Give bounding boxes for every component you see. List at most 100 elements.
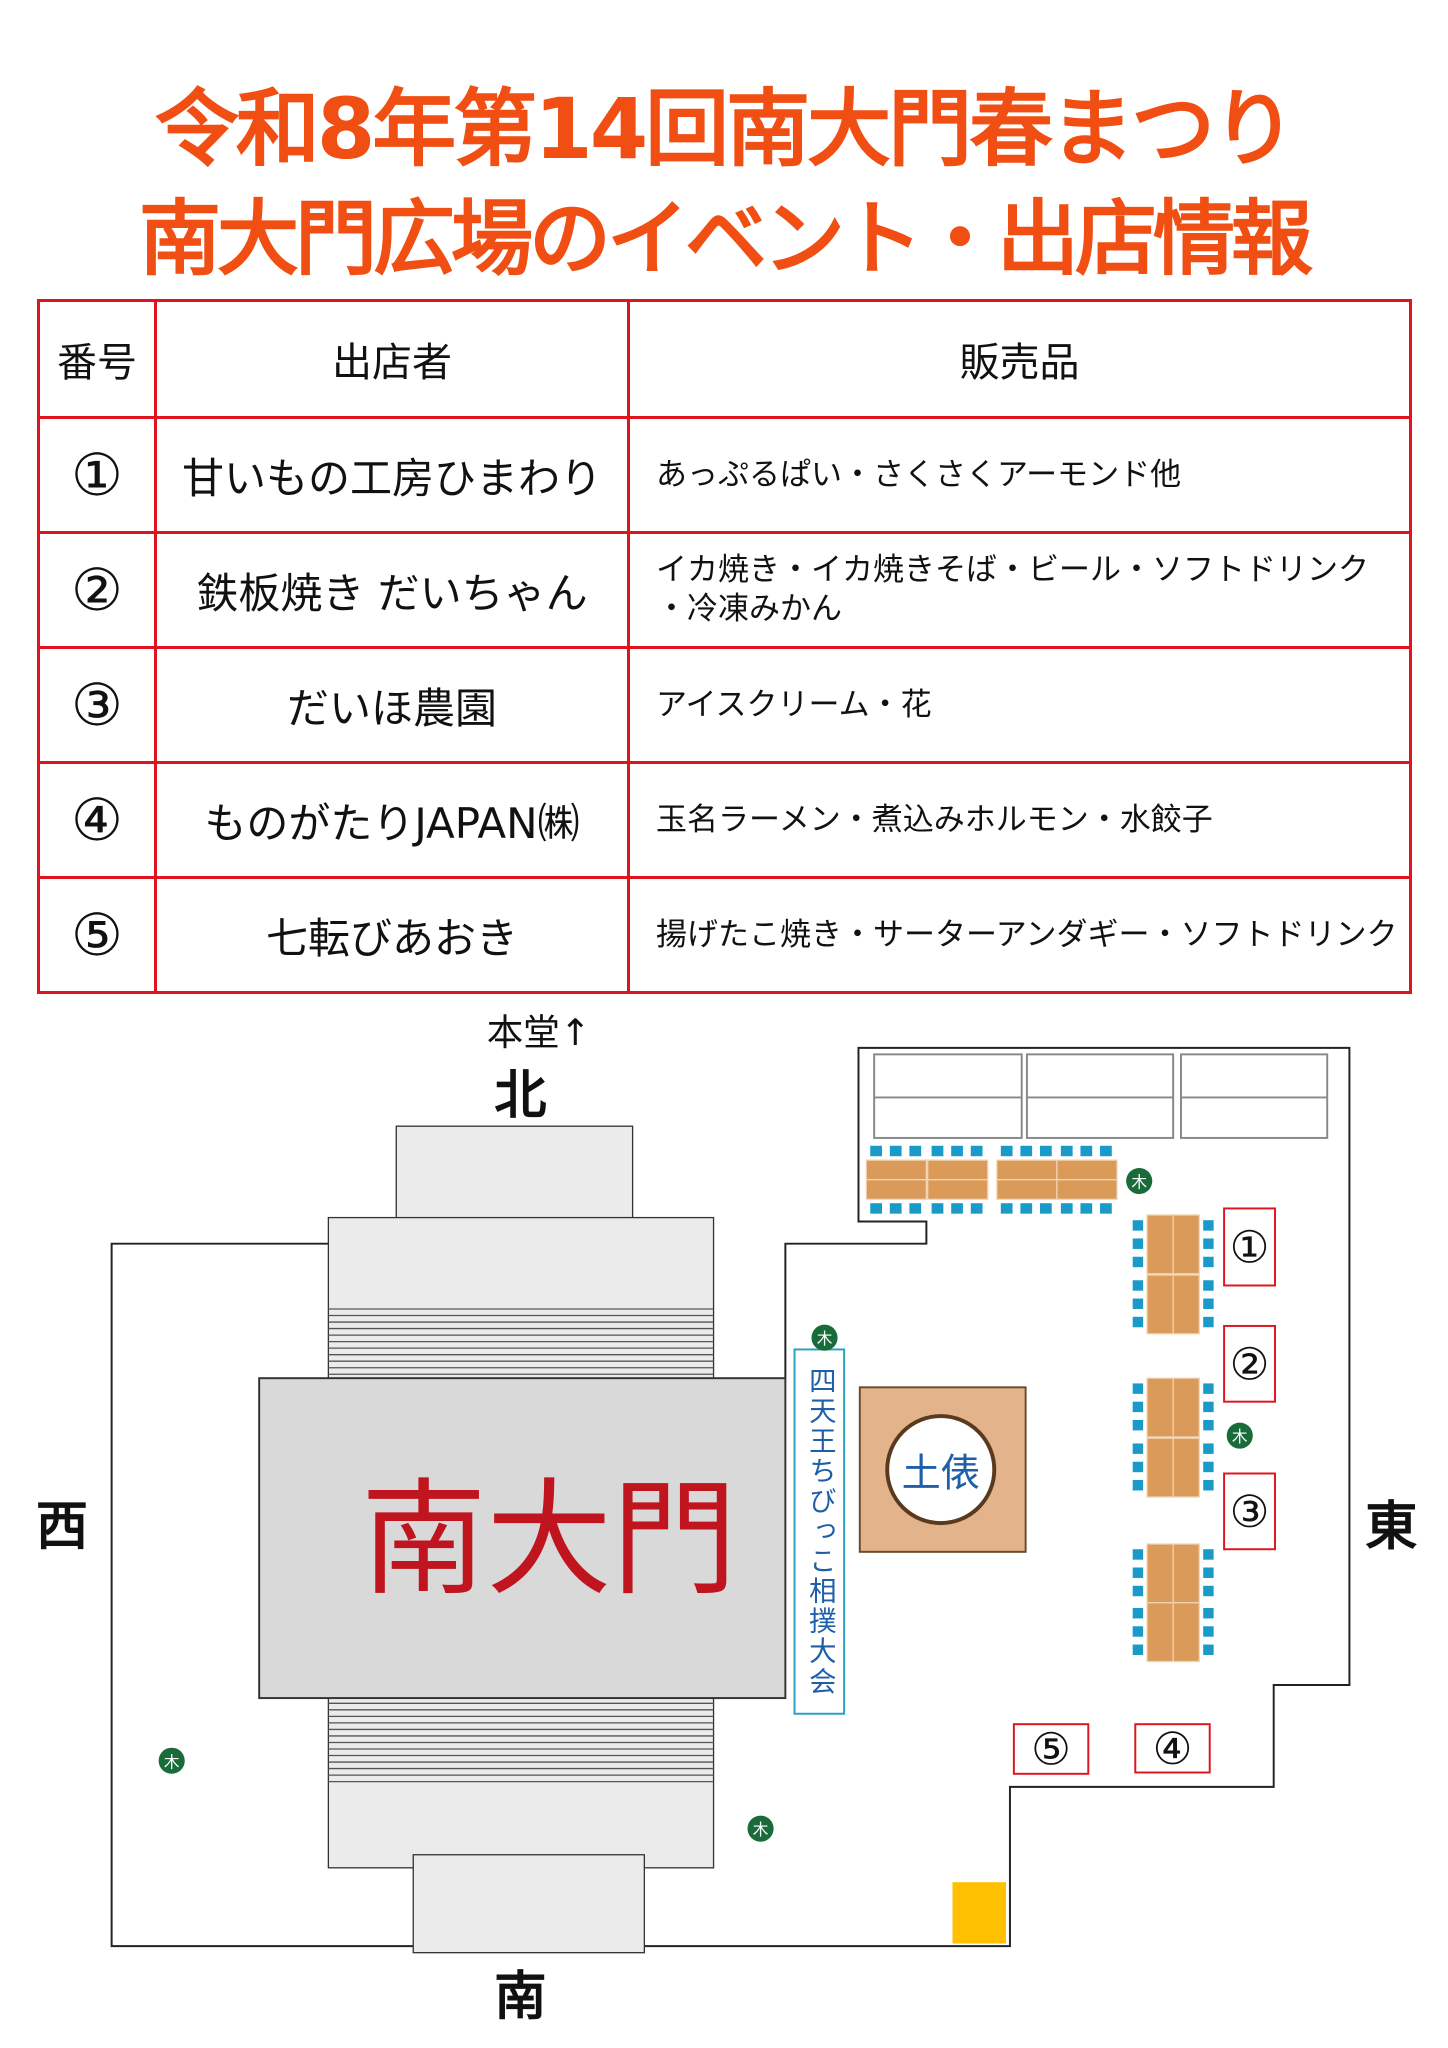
stall-number: ④	[1153, 1724, 1193, 1775]
chair	[1132, 1585, 1144, 1597]
chair	[1132, 1298, 1144, 1309]
chair	[889, 1203, 902, 1214]
chair	[1132, 1316, 1144, 1328]
chair	[1000, 1203, 1013, 1214]
row-number: ①	[37, 416, 157, 534]
row-shop: ものがたりJAPAN㈱	[154, 761, 630, 879]
table-header: 番号 出店者 販売品	[37, 299, 1412, 419]
tables-and-chairs	[865, 1145, 1214, 1663]
tree-label: 木	[1131, 1173, 1147, 1192]
chair	[1080, 1145, 1093, 1157]
chair	[1132, 1644, 1144, 1655]
row-items: 揚げたこ焼き・サーターアンダギー・ソフトドリンク	[627, 876, 1412, 994]
tree-icon	[747, 1815, 774, 1842]
chair	[1203, 1567, 1214, 1578]
pavilions	[873, 1053, 1329, 1139]
chair	[1203, 1626, 1214, 1637]
stall-number: ①	[1230, 1223, 1270, 1274]
chair	[1203, 1607, 1214, 1619]
stall-markers: ① ② ③ ④ ⑤	[1012, 1207, 1276, 1776]
chair	[1132, 1480, 1144, 1491]
chair	[1132, 1220, 1144, 1231]
row-items: 玉名ラーメン・煮込みホルモン・水餃子	[627, 761, 1412, 879]
chair	[1203, 1419, 1214, 1431]
chair	[1020, 1203, 1033, 1214]
stall-number: ②	[1230, 1339, 1270, 1390]
chair	[1132, 1443, 1144, 1454]
row-number: ⑤	[37, 876, 157, 994]
row-shop: 甘いもの工房ひまわり	[154, 416, 630, 534]
chair	[1039, 1203, 1052, 1214]
chair	[1203, 1549, 1214, 1560]
title-line-1: 令和8年第14回南大門春まつり	[154, 80, 1296, 178]
chair	[1132, 1280, 1144, 1291]
tree-icon	[1126, 1167, 1153, 1195]
chair	[951, 1203, 963, 1214]
chair	[931, 1203, 944, 1214]
chair	[1203, 1238, 1214, 1249]
chair	[1020, 1145, 1033, 1157]
chair	[1132, 1607, 1144, 1619]
chair	[1132, 1401, 1144, 1413]
chair	[1203, 1298, 1214, 1309]
chair	[1203, 1443, 1214, 1454]
chair	[1000, 1145, 1013, 1157]
chair	[1132, 1461, 1144, 1473]
stall-number: ⑤	[1031, 1725, 1071, 1776]
chair	[1060, 1145, 1073, 1157]
row-shop: だいほ農園	[154, 646, 630, 764]
plaza-outline	[110, 1046, 1351, 1948]
south-label: 南	[494, 1967, 546, 2027]
chair	[909, 1145, 922, 1157]
sumo-banner: 四天王ちびっこ相撲大会	[793, 1348, 846, 1715]
chair	[1100, 1145, 1112, 1157]
chair	[1203, 1480, 1214, 1491]
east-label: 東	[1365, 1497, 1417, 1557]
chair	[1203, 1280, 1214, 1291]
chair	[1132, 1626, 1144, 1637]
chair	[1132, 1549, 1144, 1560]
chair	[1132, 1256, 1144, 1268]
row-number: ④	[37, 761, 157, 879]
stall-box	[1223, 1472, 1276, 1551]
dohyo-label: 土俵	[902, 1452, 980, 1497]
chair	[1203, 1316, 1214, 1328]
gate-building: 南大門	[258, 1125, 787, 1954]
stall-box	[1012, 1723, 1090, 1775]
west-label: 西	[36, 1497, 88, 1557]
stall-box	[1134, 1723, 1211, 1774]
stall-number: ③	[1230, 1487, 1270, 1538]
chair	[1132, 1383, 1144, 1394]
chair	[970, 1203, 983, 1214]
chair	[1060, 1203, 1073, 1214]
tree-label: 木	[1232, 1427, 1248, 1446]
row-shop: 七転びあおき	[154, 876, 630, 994]
dohyo: 土俵	[858, 1386, 1027, 1553]
chair	[1203, 1585, 1214, 1597]
row-items-line2: ・冷凍みかん	[656, 591, 842, 627]
chair	[1203, 1256, 1214, 1268]
tree-icon	[811, 1324, 838, 1351]
chair	[909, 1203, 922, 1214]
chair	[1132, 1567, 1144, 1578]
north-label: 北	[494, 1066, 546, 1126]
chair	[870, 1203, 882, 1214]
chair	[1100, 1203, 1112, 1214]
row-shop: 鉄板焼き だいちゃん	[154, 531, 630, 649]
chair	[1203, 1383, 1214, 1394]
tree-label: 木	[164, 1752, 180, 1771]
chair	[1203, 1644, 1214, 1655]
row-items: アイスクリーム・花	[627, 646, 1412, 764]
row-items: あっぷるぱい・さくさくアーモンド他	[627, 416, 1412, 534]
gate-label: 南大門	[361, 1467, 737, 1613]
row-items-line1: イカ焼き・イカ焼きそば・ビール・ソフトドリンク	[656, 552, 1369, 589]
chair	[870, 1145, 882, 1157]
tree-label: 木	[753, 1820, 769, 1839]
stall-box	[1223, 1207, 1276, 1287]
